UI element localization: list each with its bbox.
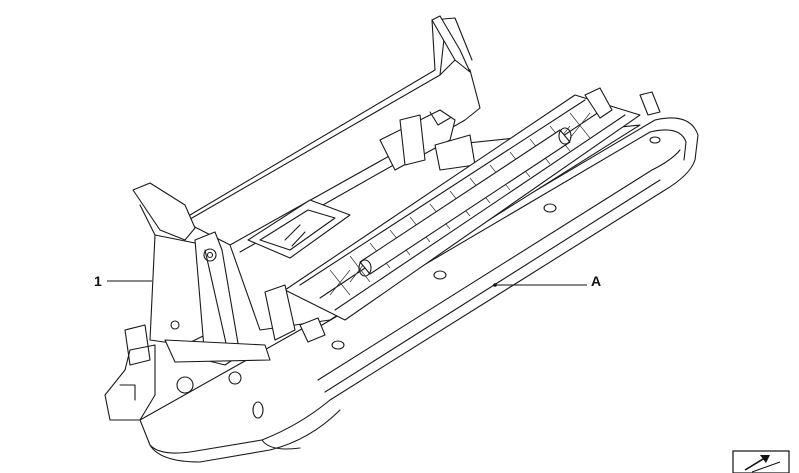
callout-label-1: 1 bbox=[94, 273, 102, 289]
callout-label-a: A bbox=[591, 273, 601, 289]
direction-arrow-icon[interactable] bbox=[732, 450, 790, 473]
damper-mechanism bbox=[264, 87, 661, 343]
glovebox-lid-tray bbox=[139, 117, 699, 463]
hinge-frame bbox=[379, 109, 476, 171]
callout-part-1: 1 bbox=[94, 273, 152, 289]
callout-part-a: A bbox=[493, 273, 601, 289]
